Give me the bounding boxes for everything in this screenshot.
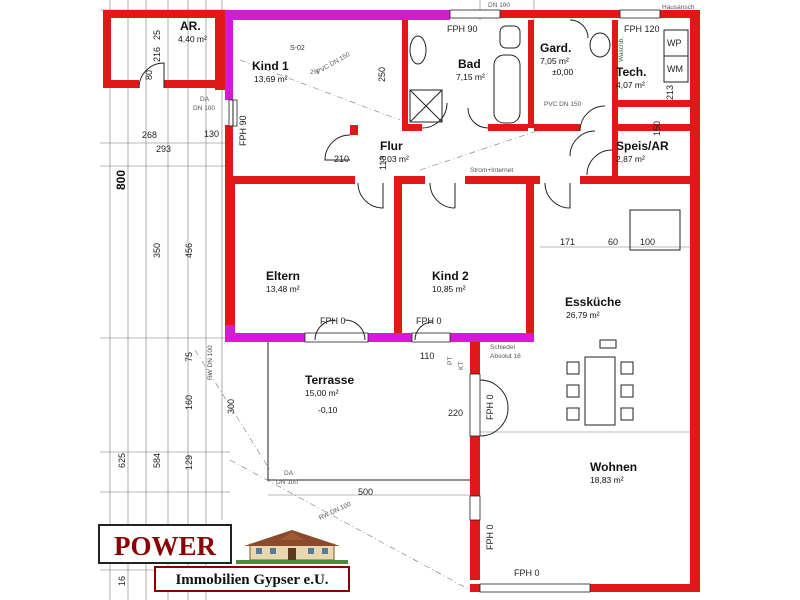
room-flur-area: 5,03 m² <box>380 154 409 164</box>
note-dn100: DN 100 <box>193 105 215 112</box>
room-kind2-name: Kind 2 <box>432 269 469 283</box>
fph-eltern: FPH 0 <box>320 316 346 326</box>
company-logo: POWER Immobilien Gypser e.U. <box>98 524 350 594</box>
dim-60: 60 <box>608 237 618 247</box>
room-eltern-name: Eltern <box>266 269 300 283</box>
note-rw-left: RW DN 100 <box>207 345 214 380</box>
windows <box>228 9 661 593</box>
room-gard-level: ±0,00 <box>552 67 573 77</box>
dim-129: 129 <box>184 455 194 470</box>
note-pvc-kind: PVC DN 150 <box>316 51 352 76</box>
room-labels: AR. 4,40 m² Kind 1 13,69 m² Bad 7,15 m² … <box>178 19 669 485</box>
doors <box>138 19 613 437</box>
dim-625: 625 <box>117 453 127 468</box>
dim-216: 216 <box>152 47 162 62</box>
room-terrasse-name: Terrasse <box>305 373 354 387</box>
note-dn100-bottom: DN 100 <box>276 479 298 486</box>
bath-fixtures <box>409 25 689 349</box>
note-rw-bottom: RW DN 100 <box>318 501 353 522</box>
room-tech-area: 4,07 m² <box>616 80 645 90</box>
fph-tech: FPH 120 <box>624 24 660 34</box>
dim-113: 113 <box>378 156 388 170</box>
note-pct-2: 2% <box>310 69 320 76</box>
note-schiedel: Schiedel <box>490 344 515 351</box>
room-ar-name: AR. <box>180 19 201 33</box>
dim-213: 213 <box>665 85 675 100</box>
room-wohnen-area: 18,83 m² <box>590 475 624 485</box>
room-eltern-area: 13,48 m² <box>266 284 300 294</box>
fph-wohnen-h: FPH 0 <box>514 568 540 578</box>
dim-250: 250 <box>377 67 387 82</box>
dim-293: 293 <box>156 144 171 154</box>
label-wp: WP <box>667 38 682 48</box>
room-kind1-area: 13,69 m² <box>254 74 288 84</box>
room-flur-name: Flur <box>380 139 403 153</box>
logo-house-icon <box>236 530 348 564</box>
terrace-outline <box>194 59 690 591</box>
room-terrasse-area: 15,00 m² <box>305 388 339 398</box>
note-pvc-bad: PVC DN 150 <box>544 101 582 108</box>
room-esskueche-area: 26,79 m² <box>566 310 600 320</box>
room-gard-area: 7,05 m² <box>540 56 569 66</box>
fph-wohnen-v: FPH 0 <box>485 524 495 550</box>
dim-171: 171 <box>560 237 575 247</box>
dim-268: 268 <box>142 130 157 140</box>
room-esskueche-name: Essküche <box>565 295 621 309</box>
dim-150: 150 <box>652 121 662 136</box>
fph-ess: FPH 0 <box>485 394 495 420</box>
dim-300: 300 <box>226 399 236 414</box>
dim-800: 800 <box>114 170 128 190</box>
room-bad-name: Bad <box>458 57 481 71</box>
dimension-labels: 800 625 584 456 350 300 293 268 250 216 … <box>114 30 675 586</box>
note-pt: PT <box>447 357 454 365</box>
room-bad-area: 7,15 m² <box>456 72 485 82</box>
room-gard-name: Gard. <box>540 41 571 55</box>
dim-584: 584 <box>152 453 162 468</box>
dim-25: 25 <box>152 30 162 40</box>
dim-100: 100 <box>640 237 655 247</box>
dim-456: 456 <box>184 243 194 258</box>
fph-bad: FPH 90 <box>447 24 478 34</box>
note-s02: S-02 <box>290 45 305 52</box>
window-labels: FPH 90 FPH 120 FPH 90 FPH 0 FPH 0 FPH 0 … <box>238 24 660 578</box>
dim-75: 75 <box>184 352 194 362</box>
note-da-bottom: DA <box>284 470 294 477</box>
room-tech-name: Tech. <box>616 65 646 79</box>
room-speis-area: 2,87 m² <box>616 154 645 164</box>
room-speis-name: Speis/AR <box>616 139 669 153</box>
dim-220: 220 <box>448 408 463 418</box>
note-hausansch: Hausansch <box>662 4 695 11</box>
dim-500: 500 <box>358 487 373 497</box>
fph-kind2: FPH 0 <box>416 316 442 326</box>
logo-power: POWER <box>98 524 232 564</box>
room-wohnen-name: Wohnen <box>590 460 637 474</box>
dim-210: 210 <box>334 154 349 164</box>
dim-130: 130 <box>204 129 219 139</box>
note-da: DA <box>200 96 210 103</box>
note-absolut: Absolut 16 <box>490 353 521 360</box>
room-ar-area: 4,40 m² <box>178 34 207 44</box>
dining-table <box>566 356 634 426</box>
dim-160: 160 <box>184 395 194 410</box>
label-wm: WM <box>667 64 683 74</box>
dim-80: 80 <box>144 70 154 80</box>
fph-kind1: FPH 90 <box>238 115 248 146</box>
note-strom: Strom+Internet <box>470 167 513 174</box>
room-kind2-area: 10,85 m² <box>432 284 466 294</box>
note-dn100-top: DN 100 <box>488 2 510 9</box>
dim-110: 110 <box>420 351 434 361</box>
logo-company-name: Immobilien Gypser e.U. <box>154 566 350 592</box>
room-terrasse-level: -0,10 <box>318 405 338 415</box>
note-kt: KT <box>458 362 465 370</box>
dim-16: 16 <box>117 576 127 586</box>
dim-350: 350 <box>152 243 162 258</box>
room-kind1-name: Kind 1 <box>252 59 289 73</box>
note-waschbecken: Waschb. <box>618 37 625 62</box>
